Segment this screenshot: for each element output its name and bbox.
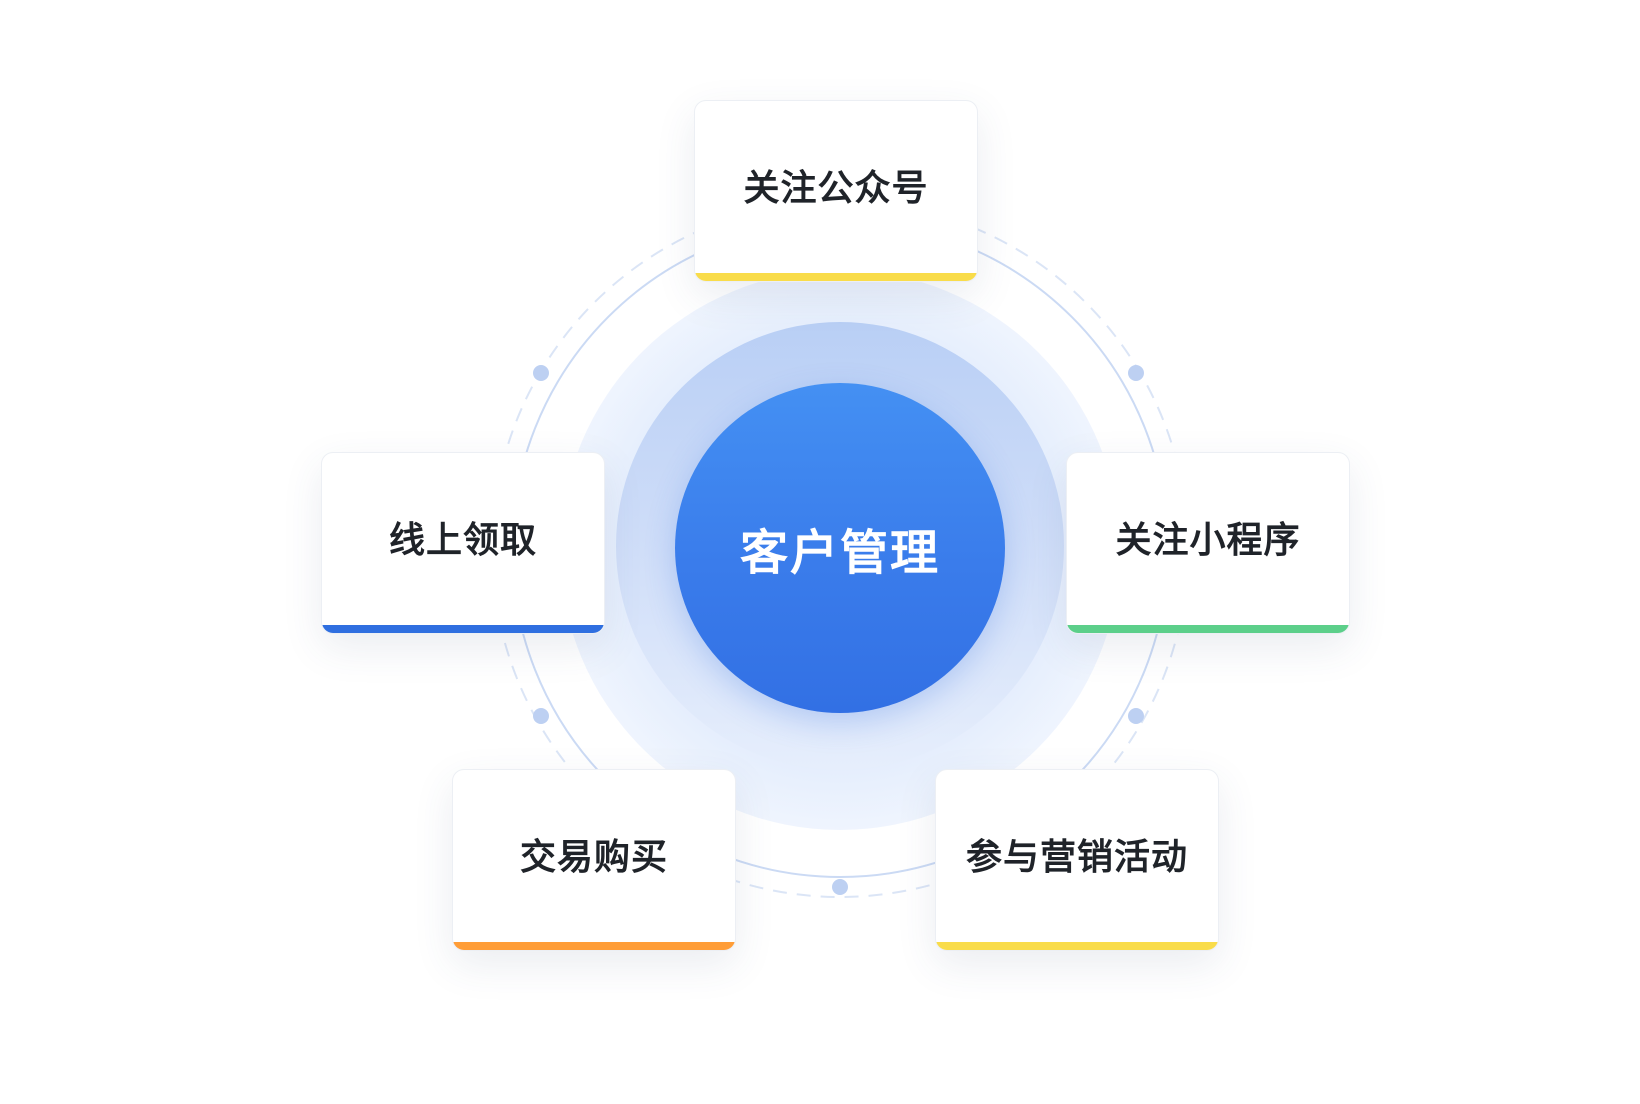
orbit-node bbox=[832, 879, 848, 895]
orbit-node bbox=[533, 365, 549, 381]
card-accent-bar bbox=[322, 625, 604, 633]
card-label: 关注小程序 bbox=[1115, 520, 1301, 561]
card-accent-bar bbox=[936, 942, 1218, 950]
orbit-node bbox=[1128, 365, 1144, 381]
card-accent-bar bbox=[1067, 625, 1349, 633]
card-follow-mini-program: 关注小程序 bbox=[1066, 452, 1350, 634]
center-circle: 客户管理 bbox=[675, 383, 1005, 713]
card-label: 关注公众号 bbox=[743, 168, 929, 209]
card-online-claim: 线上领取 bbox=[321, 452, 605, 634]
card-accent-bar bbox=[695, 273, 977, 281]
card-label: 线上领取 bbox=[388, 520, 537, 561]
card-accent-bar bbox=[453, 942, 735, 950]
card-label: 交易购买 bbox=[519, 837, 668, 878]
card-marketing-activity: 参与营销活动 bbox=[935, 769, 1219, 951]
orbit-node bbox=[533, 708, 549, 724]
card-follow-official-account: 关注公众号 bbox=[694, 100, 978, 282]
card-label: 参与营销活动 bbox=[965, 837, 1188, 878]
card-transaction-purchase: 交易购买 bbox=[452, 769, 736, 951]
center-label: 客户管理 bbox=[739, 525, 940, 581]
orbit-node bbox=[1128, 708, 1144, 724]
